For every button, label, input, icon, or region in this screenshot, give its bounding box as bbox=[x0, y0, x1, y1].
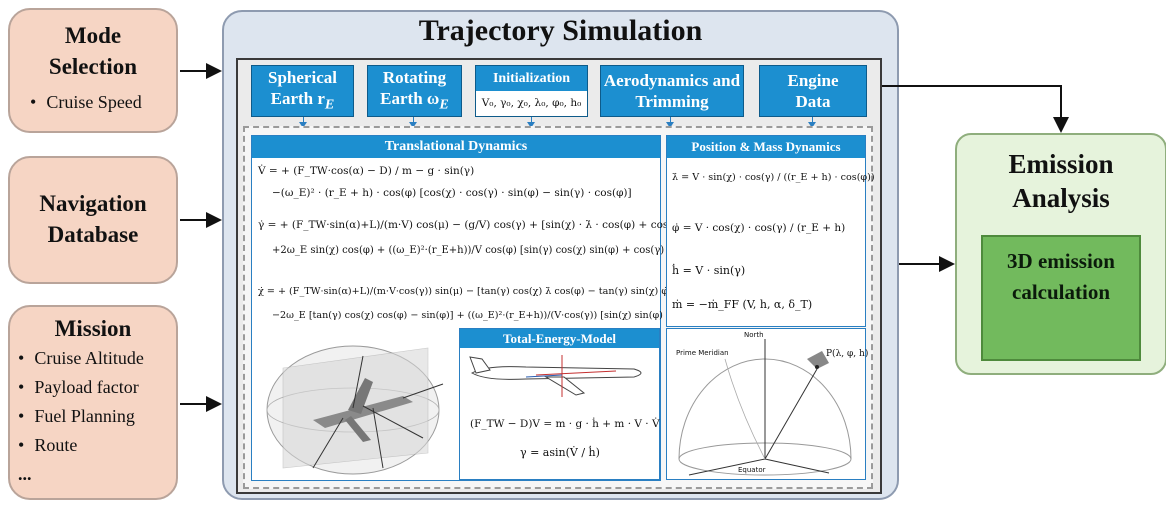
connector-line bbox=[303, 117, 304, 123]
mission-box: Mission Cruise Altitude Payload factor F… bbox=[8, 305, 178, 500]
mission-item: Route bbox=[18, 431, 176, 460]
mission-title: Mission bbox=[54, 316, 132, 341]
globe-illustration bbox=[678, 339, 852, 476]
total-energy-model-pane bbox=[459, 328, 660, 480]
position-mass-dynamics-title: Position & Mass Dynamics bbox=[667, 136, 865, 158]
aircraft-force-illustration bbox=[469, 355, 642, 397]
connector-line bbox=[531, 117, 532, 123]
down-arrow-icon bbox=[409, 122, 417, 128]
spherical-earth-box: Spherical Earth rE bbox=[251, 65, 354, 117]
mission-item: Cruise Altitude bbox=[18, 344, 176, 373]
equation-gamma-dot-line2: +2ω_E sin(χ) cos(φ) + ((ω_E)²·(r_E+h))/V… bbox=[272, 245, 703, 256]
initialization-title: Initialization bbox=[476, 66, 587, 91]
equation-gamma-asin: γ = asin(V̇ / ḣ) bbox=[520, 446, 600, 459]
translational-dynamics-title: Translational Dynamics bbox=[252, 136, 660, 158]
connector-line bbox=[413, 117, 414, 123]
engine-data-label: Engine Data bbox=[787, 71, 839, 111]
equation-v-dot-line1: V̇ = + (F_TW·cos(α) − D) / m − g · sin(γ… bbox=[258, 165, 475, 177]
rotating-earth-box: Rotating Earth ωE bbox=[367, 65, 462, 117]
equation-m-dot: ṁ = −ṁ_FF (V, h, α, δ_T) bbox=[672, 298, 813, 311]
globe-point-label: P(λ, φ, h) bbox=[826, 349, 869, 359]
equation-chi-dot-line1: χ̇ = + (F_TW·sin(α)+L)/(m·V·cos(γ)) sin(… bbox=[258, 286, 724, 297]
down-arrow-icon bbox=[808, 122, 816, 128]
equation-gamma-dot-line1: γ̇ = + (F_TW·sin(α)+L)/(m·V) cos(μ) − (g… bbox=[258, 219, 705, 231]
down-arrow-icon bbox=[299, 122, 307, 128]
aerodynamics-box: Aerodynamics and Trimming bbox=[600, 65, 744, 117]
equation-lambda-dot: λ̇ = V · sin(χ) · cos(γ) / ((r_E + h) · … bbox=[672, 172, 875, 183]
mission-item-more: ... bbox=[18, 464, 32, 484]
navigation-database-title: Navigation Database bbox=[39, 191, 147, 247]
mission-item: Payload factor bbox=[18, 373, 176, 402]
mode-selection-box: Mode Selection Cruise Speed bbox=[8, 8, 178, 133]
spherical-earth-label: Spherical Earth r bbox=[268, 67, 337, 108]
equation-v-dot-line2: −(ω_E)² · (r_E + h) · cos(φ) [cos(χ) · c… bbox=[272, 187, 632, 199]
down-arrow-icon bbox=[666, 122, 674, 128]
mode-selection-title: Mode Selection bbox=[48, 23, 138, 79]
equation-phi-dot: φ̇ = V · cos(χ) · cos(γ) / (r_E + h) bbox=[672, 222, 846, 234]
connector-line bbox=[812, 117, 813, 123]
total-energy-model-title: Total-Energy-Model bbox=[460, 329, 659, 348]
connector-line bbox=[670, 117, 671, 123]
mission-item: Fuel Planning bbox=[18, 402, 176, 431]
equation-h-dot: ḣ = V · sin(γ) bbox=[672, 264, 746, 277]
emission-calculation-label: 3D emission calculation bbox=[1007, 249, 1115, 304]
rotating-earth-label: Rotating Earth ω bbox=[380, 67, 447, 108]
mode-item: Cruise Speed bbox=[30, 88, 176, 117]
equation-chi-dot-line2: −2ω_E [tan(γ) cos(χ) cos(φ) − sin(φ)] + … bbox=[272, 310, 700, 321]
globe-equator-label: Equator bbox=[738, 466, 766, 474]
initialization-box: Initialization V₀, γ₀, χ₀, λ₀, φ₀, h₀ bbox=[475, 65, 588, 117]
globe-north-label: North bbox=[744, 331, 764, 339]
equation-energy-balance: (F_TW − D)V = m · g · ḣ + m · V · V̇ bbox=[470, 418, 660, 430]
navigation-database-box: Navigation Database bbox=[8, 156, 178, 284]
down-arrow-icon bbox=[527, 122, 535, 128]
initialization-vars: V₀, γ₀, χ₀, λ₀, φ₀, h₀ bbox=[481, 97, 582, 109]
trajectory-simulation-title: Trajectory Simulation bbox=[418, 14, 703, 47]
emission-analysis-title: Emission Analysis bbox=[1008, 149, 1114, 213]
emission-calculation-box bbox=[981, 235, 1141, 361]
mission-list: Cruise Altitude Payload factor Fuel Plan… bbox=[18, 344, 176, 489]
engine-data-box: Engine Data bbox=[759, 65, 867, 117]
position-mass-dynamics-pane bbox=[666, 135, 866, 327]
mode-selection-list: Cruise Speed bbox=[30, 88, 176, 117]
aerodynamics-label: Aerodynamics and Trimming bbox=[603, 71, 741, 111]
globe-meridian-label: Prime Meridian bbox=[676, 349, 729, 357]
aircraft-sphere-illustration bbox=[266, 345, 444, 475]
globe-illustration-pane bbox=[666, 328, 866, 480]
